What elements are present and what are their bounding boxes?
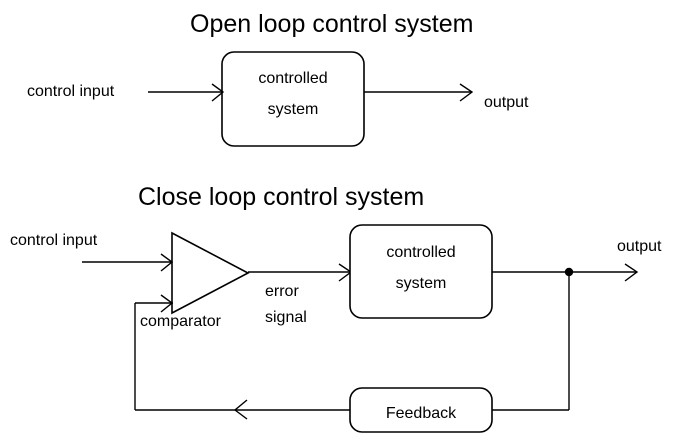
arrowhead-feedback-return [233, 399, 248, 420]
closed-loop-title: Close loop control system [138, 183, 425, 211]
closed-loop-block-label-line1: controlled [386, 244, 456, 261]
closed-loop-group [82, 224, 639, 433]
error-signal-label-line2: signal [265, 309, 307, 326]
open-loop-title: Open loop control system [190, 10, 474, 38]
arrowhead-comparator-input [160, 253, 174, 272]
arrowhead-output-closed [624, 263, 639, 282]
closed-loop-input-label: control input [10, 232, 98, 249]
block-controlled-system-open [221, 51, 365, 147]
block-comparator-triangle [171, 231, 250, 315]
arrowhead-input-open [211, 83, 225, 102]
feedback-block-label: Feedback [385, 405, 457, 422]
open-loop-block-label-line2: system [267, 101, 319, 118]
closed-loop-output-label: output [617, 238, 662, 255]
comparator-label: comparator [140, 313, 221, 330]
open-loop-input-label: control input [27, 83, 115, 100]
open-loop-block-label-line1: controlled [258, 70, 328, 87]
open-loop-output-label: output [484, 94, 529, 111]
closed-loop-block-label-line2: system [395, 275, 447, 292]
arrowhead-output-open [459, 83, 474, 102]
error-signal-label-line1: error [265, 283, 299, 300]
open-loop-group [148, 51, 474, 147]
